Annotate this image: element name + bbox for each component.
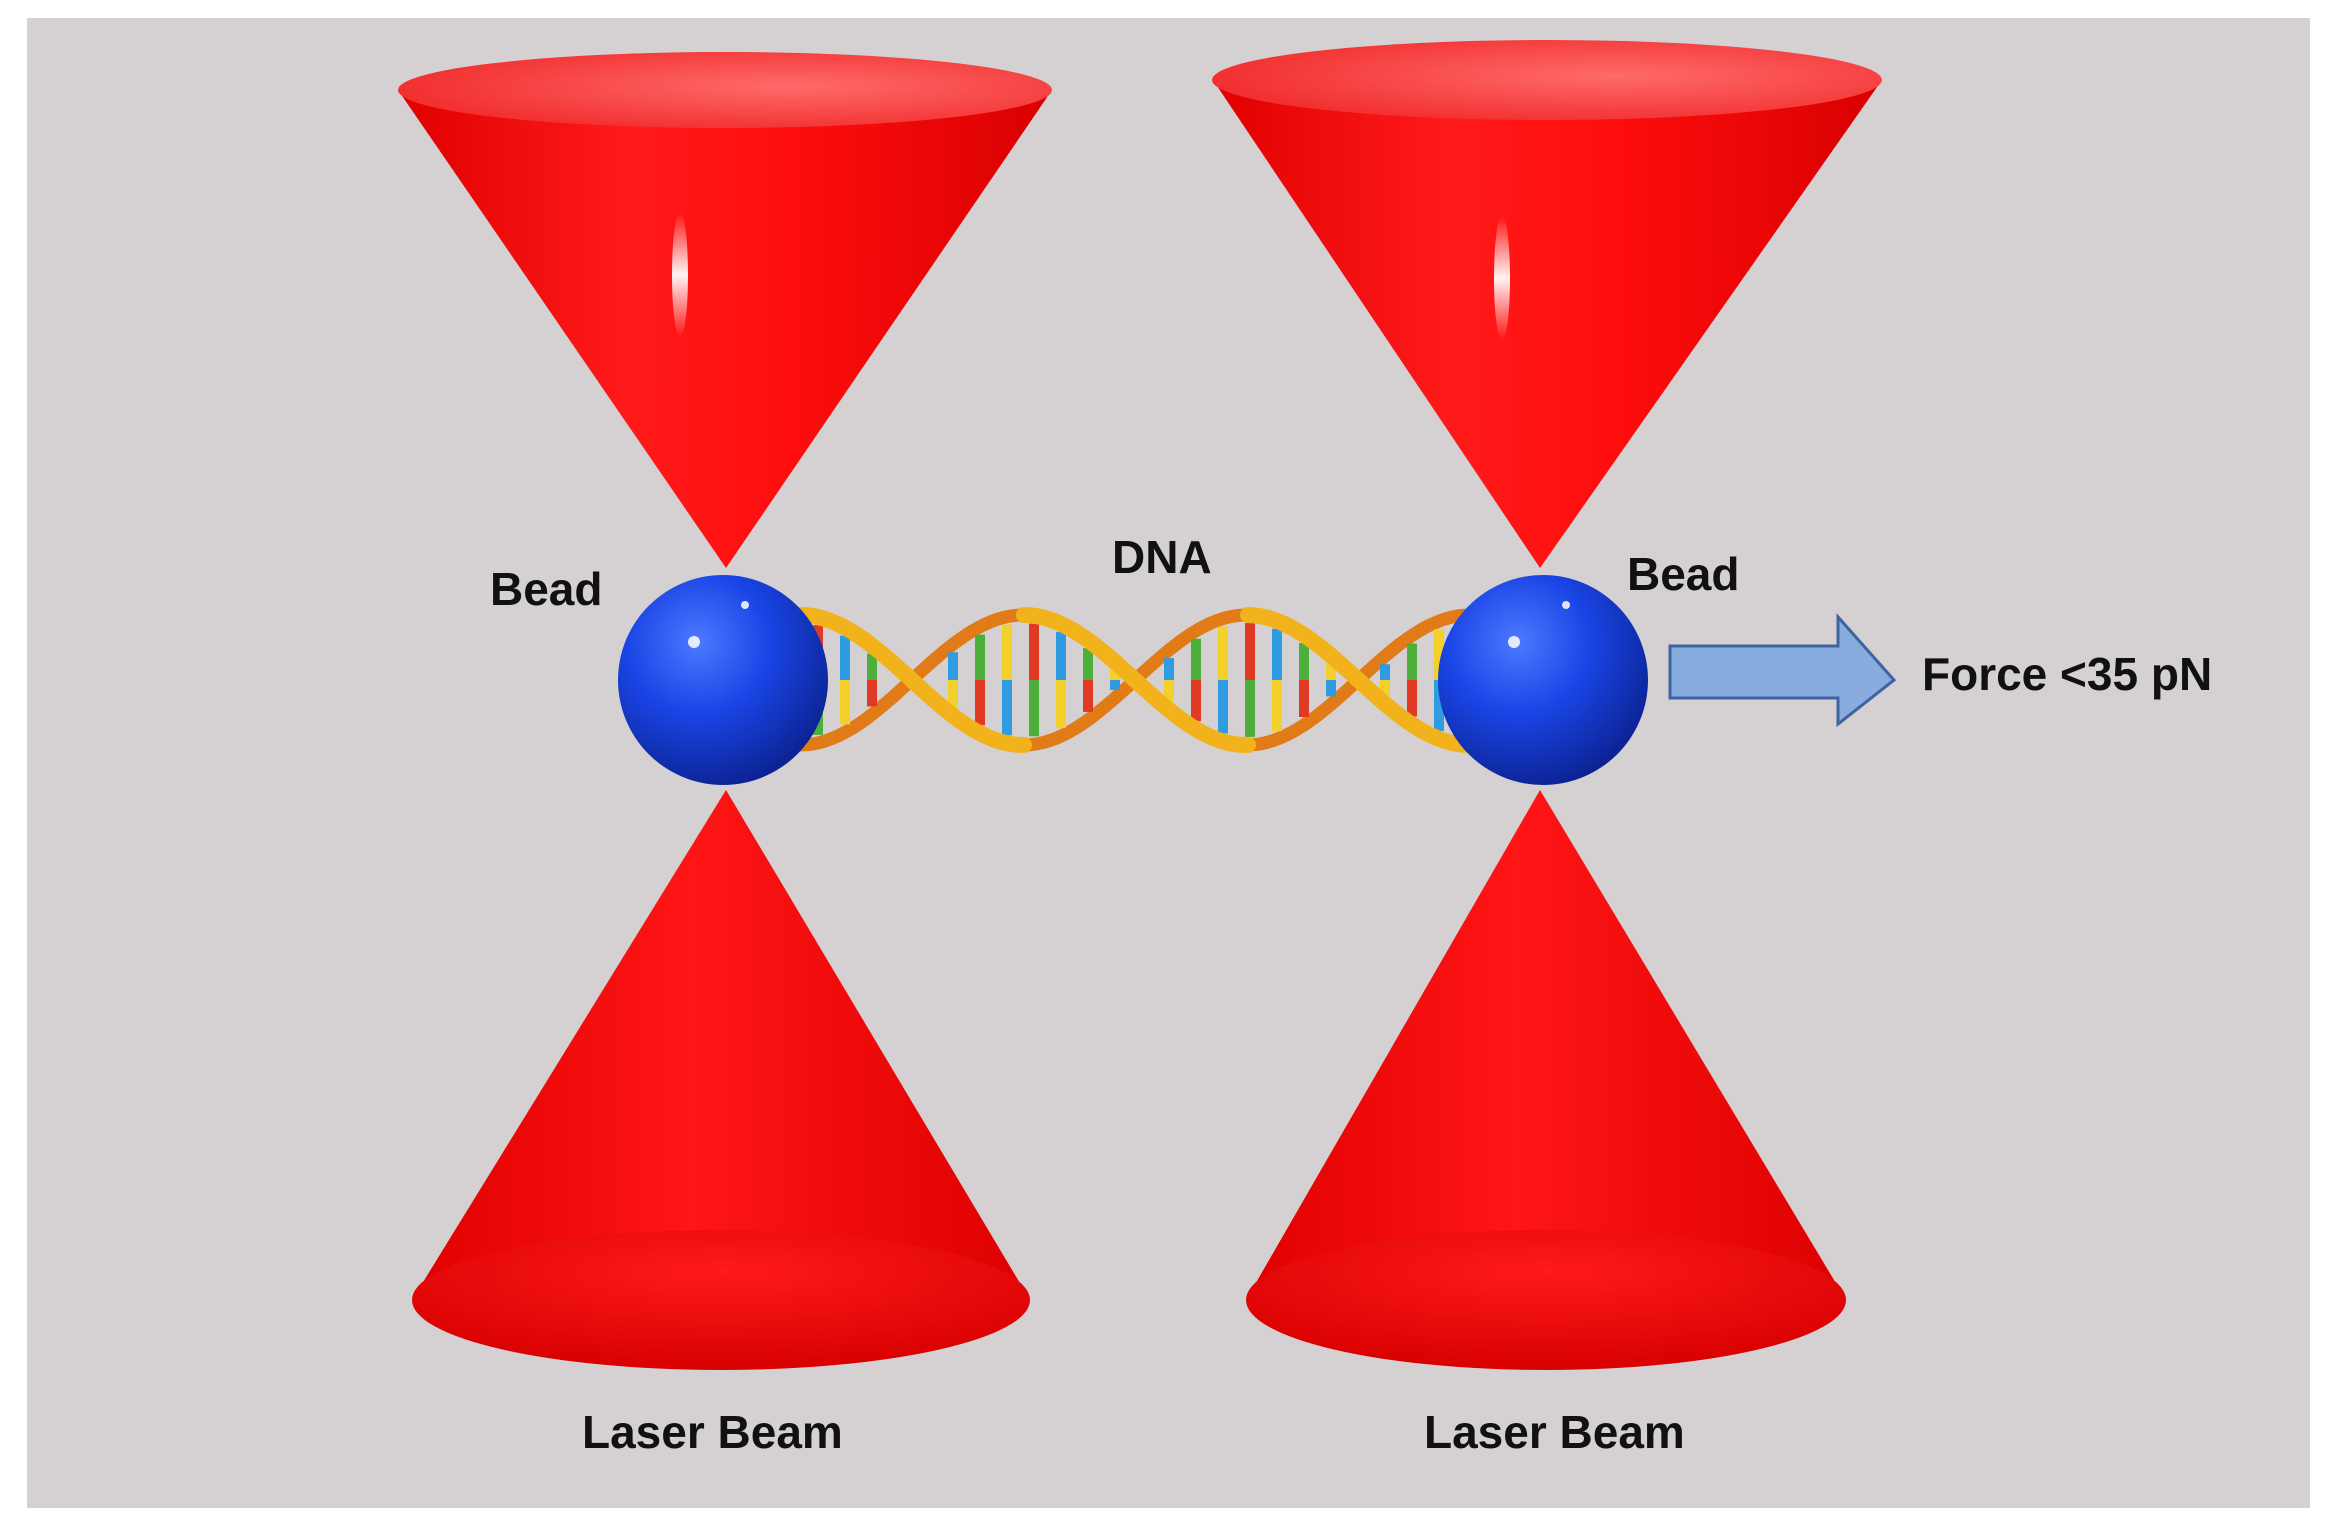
laser-beam-right-label: Laser Beam <box>1424 1406 1685 1458</box>
dna-base <box>1434 629 1444 680</box>
force-label: Force <35 pN <box>1922 648 2212 700</box>
sphere-icon <box>618 575 828 785</box>
dna-base <box>840 680 850 725</box>
dna-base <box>1056 680 1066 729</box>
cone-bottom-rim <box>1246 1230 1846 1370</box>
dna-base <box>1245 680 1255 737</box>
beam-highlight <box>672 213 688 337</box>
dna-base <box>1110 670 1120 680</box>
dna-base <box>1164 680 1174 702</box>
cone-icon <box>412 790 1030 1300</box>
dna-base <box>1029 623 1039 680</box>
laser-beam-right <box>1212 40 1882 1370</box>
dna-base <box>1056 631 1066 680</box>
dna-base <box>1218 680 1228 734</box>
laser-beam-left-label: Laser Beam <box>582 1406 843 1458</box>
dna-base <box>1326 663 1336 680</box>
dna-base <box>1029 680 1039 737</box>
dna-backbone-segment <box>1240 607 1476 753</box>
cone-icon <box>1213 80 1882 568</box>
dna-backbone-segment <box>1016 607 1256 753</box>
dna-base <box>1191 680 1201 722</box>
sphere-icon <box>1438 575 1648 785</box>
dna-front-strand <box>792 607 1476 753</box>
dna-base <box>1407 643 1417 680</box>
dna-base <box>1083 648 1093 680</box>
dna-base <box>1326 680 1336 697</box>
bead-left <box>618 575 828 785</box>
cone-top-rim <box>398 52 1052 128</box>
dna-base <box>1164 658 1174 680</box>
dna-base <box>1299 680 1309 717</box>
bead-specular <box>1562 601 1570 609</box>
bead-left-label: Bead <box>490 563 602 615</box>
dna-base <box>840 635 850 680</box>
dna-base <box>948 652 958 680</box>
dna-base <box>1002 680 1012 736</box>
bead-specular <box>1508 636 1520 648</box>
dna-base <box>1380 680 1390 696</box>
dna-base <box>975 634 985 680</box>
beam-highlight <box>1494 216 1510 340</box>
dna-base <box>1110 680 1120 690</box>
dna-base <box>1272 628 1282 680</box>
dna-label: DNA <box>1112 531 1212 583</box>
dna-base <box>1245 623 1255 680</box>
cone-bottom-rim <box>412 1230 1030 1370</box>
cone-top-rim <box>1212 40 1882 120</box>
dna-base <box>1380 664 1390 680</box>
dna-base <box>1083 680 1093 712</box>
dna-base <box>1434 680 1444 731</box>
double-helix-icon <box>792 607 1476 753</box>
dna-base <box>1191 638 1201 680</box>
cone-icon <box>1246 790 1846 1300</box>
dna-base <box>1407 680 1417 717</box>
cone-icon <box>398 90 1052 568</box>
dna-base <box>975 680 985 726</box>
bead-right <box>1438 575 1648 785</box>
diagram-panel <box>27 18 2310 1508</box>
bead-right-label: Bead <box>1627 548 1739 600</box>
bead-specular <box>688 636 700 648</box>
dna-base <box>1299 643 1309 680</box>
dna-base <box>1002 624 1012 680</box>
bead-specular <box>741 601 749 609</box>
dna-backbone-segment <box>792 607 1032 753</box>
laser-beam-left <box>398 52 1052 1370</box>
right-arrow-icon <box>1668 613 1897 728</box>
dna-base <box>1272 680 1282 732</box>
dna-base <box>867 653 877 680</box>
dna-base <box>867 680 877 707</box>
dna-base <box>948 680 958 708</box>
dna-base <box>1218 626 1228 680</box>
